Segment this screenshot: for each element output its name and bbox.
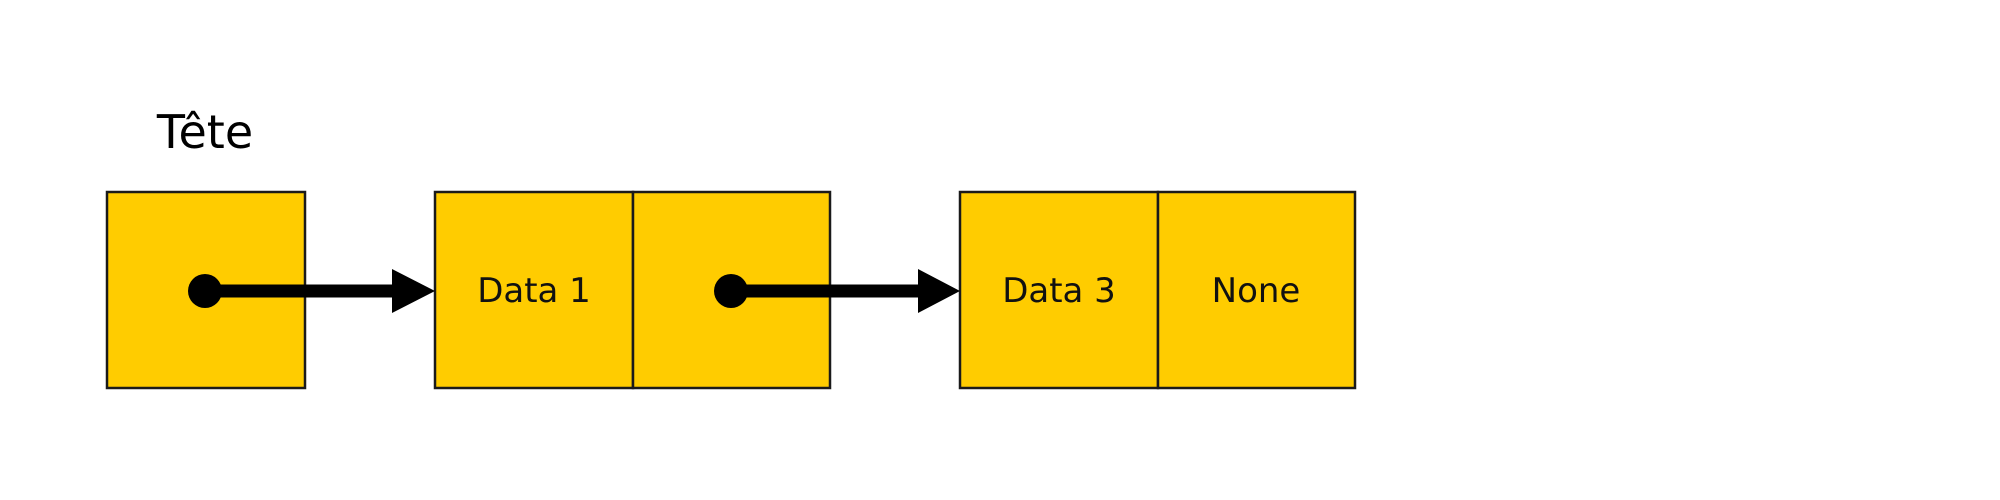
node-2-next-text: None xyxy=(1212,271,1301,311)
node-1-data-cell xyxy=(433,190,635,390)
node-2-next-cell xyxy=(1156,190,1357,390)
node-2-data-cell xyxy=(958,190,1160,390)
arrow-right-icon xyxy=(918,269,960,313)
node-1-data-text: Data 1 xyxy=(477,271,591,311)
arrow-right-icon xyxy=(392,269,435,313)
head-label: Tête xyxy=(156,105,253,159)
node-2-data-text: Data 3 xyxy=(1002,271,1116,311)
